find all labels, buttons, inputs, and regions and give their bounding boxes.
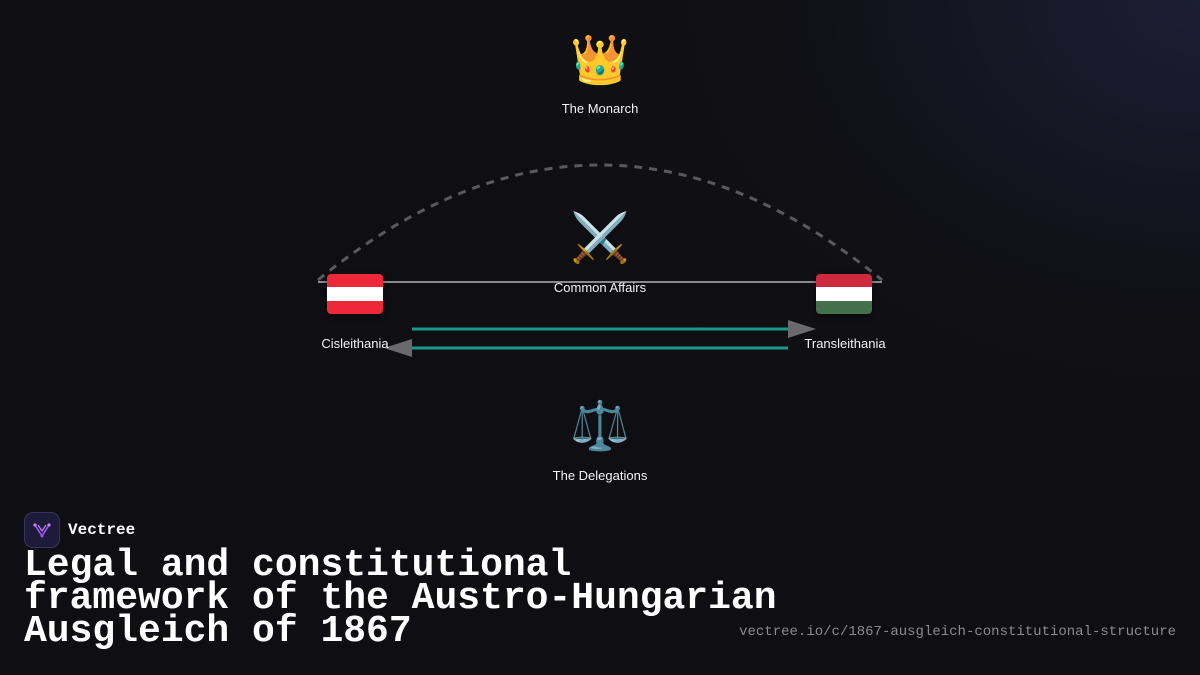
page-title: Legal and constitutional framework of th… xyxy=(24,544,777,653)
source-url[interactable]: vectree.io/c/1867-ausgleich-constitution… xyxy=(739,624,1176,640)
transleithania-label: Transleithania xyxy=(804,336,886,351)
delegations-label: The Delegations xyxy=(552,468,648,483)
austria-flag-icon xyxy=(327,274,383,314)
scales-icon: ⚖️ xyxy=(570,398,630,454)
arrowhead-right xyxy=(788,320,816,338)
brand: Vectree xyxy=(24,512,135,548)
monarch-label: The Monarch xyxy=(561,101,639,116)
monarch-arc-connector xyxy=(317,163,883,282)
cisleithania-label: Cisleithania xyxy=(321,336,389,351)
crown-icon: 👑 xyxy=(570,32,630,88)
vectree-logo-icon xyxy=(24,512,60,548)
brand-name: Vectree xyxy=(68,521,136,539)
arrowhead-left xyxy=(384,339,412,357)
crossed-swords-icon: ⚔️ xyxy=(570,210,630,266)
hungary-flag-icon xyxy=(816,274,872,314)
common-affairs-label: Common Affairs xyxy=(553,280,647,295)
